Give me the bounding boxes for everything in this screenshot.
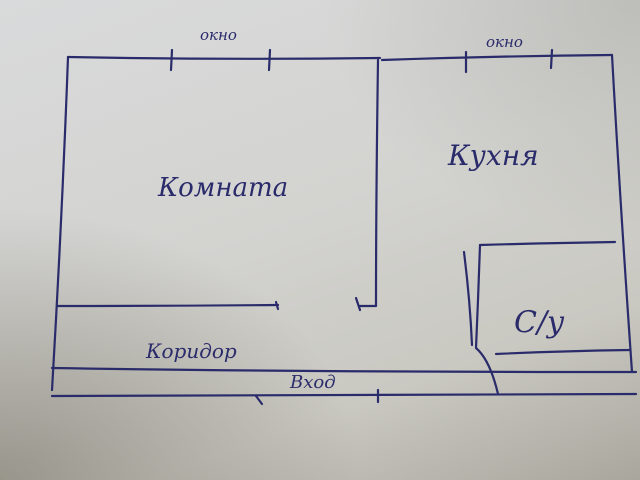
bath-left-wall bbox=[474, 243, 500, 396]
room-corridor-wall bbox=[56, 303, 280, 308]
window-label-left: окно bbox=[200, 26, 237, 44]
left-wall bbox=[50, 55, 70, 392]
walls bbox=[50, 53, 638, 398]
bottom-wall bbox=[50, 366, 638, 374]
entrance-mark bbox=[254, 394, 264, 406]
kitchen-label: Кухня bbox=[447, 139, 539, 172]
entrance-line bbox=[50, 392, 638, 398]
entrance-label: Вход bbox=[289, 372, 336, 393]
room-label: Комната bbox=[157, 173, 288, 203]
bath-bottom-wall bbox=[494, 348, 632, 356]
bath-top-wall bbox=[478, 240, 617, 247]
bathroom-label: С/у bbox=[514, 305, 565, 340]
window-mark bbox=[549, 48, 554, 70]
corridor-label: Коридор bbox=[145, 339, 237, 363]
top-wall-left bbox=[66, 55, 382, 60]
door-mark bbox=[354, 296, 362, 312]
window-mark bbox=[267, 48, 272, 72]
right-wall bbox=[610, 53, 634, 374]
room-kitchen-wall bbox=[358, 58, 380, 308]
window-mark bbox=[169, 48, 174, 72]
bath-inner-wall bbox=[462, 250, 474, 347]
marks bbox=[169, 48, 554, 406]
top-wall-right bbox=[380, 53, 614, 62]
window-label-right: окно bbox=[486, 33, 523, 51]
door-mark bbox=[274, 300, 280, 311]
